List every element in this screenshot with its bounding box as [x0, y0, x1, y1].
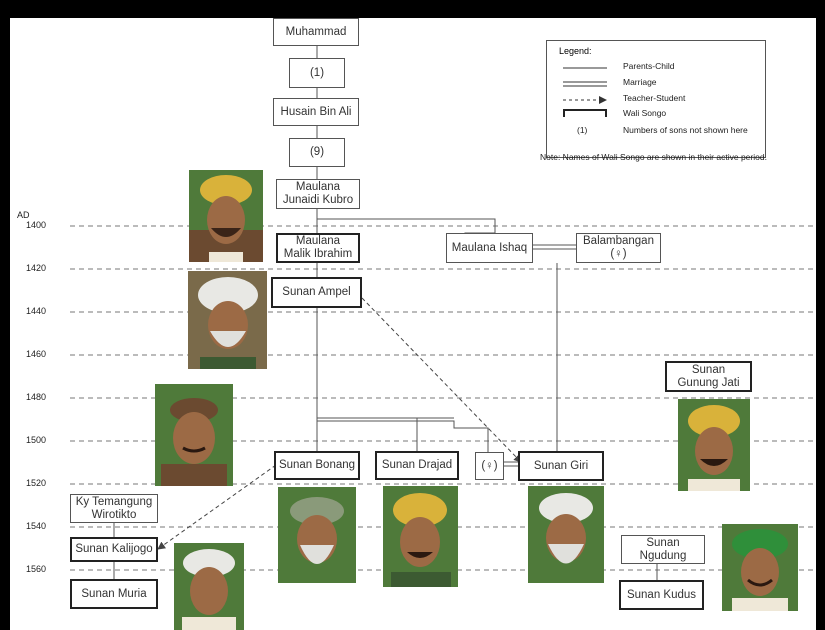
year-1560: 1560 [25, 564, 46, 574]
legend-title: Legend: [559, 46, 592, 56]
generation-count-1: (1) [289, 58, 345, 88]
wali-sunan-kudus: Sunan Kudus [619, 580, 704, 610]
arrow-bonang-kalijogo [157, 464, 277, 550]
year-1420: 1420 [25, 263, 46, 273]
person-junaidi-kubro: Maulana Junaidi Kubro [276, 179, 360, 209]
person-ky-temangung-wirotikto: Ky Temangung Wirotikto [70, 494, 158, 523]
legend-wali-songo: Wali Songo [547, 108, 765, 122]
portrait-sunan-kalijogo [174, 543, 244, 630]
wali-sunan-gunung-jati: Sunan Gunung Jati [665, 361, 752, 392]
portrait-malik-ibrahim [188, 271, 267, 369]
legend-parents-child: Parents-Child [563, 61, 675, 71]
year-1400: 1400 [25, 220, 46, 230]
wali-malik-ibrahim: Maulana Malik Ibrahim [276, 233, 360, 263]
year-1480: 1480 [25, 392, 46, 402]
legend-marriage: Marriage [563, 77, 657, 87]
wali-sunan-muria: Sunan Muria [70, 579, 158, 609]
arrow-ampel-giri [361, 297, 522, 463]
legend-sons: (1) Numbers of sons not shown here [577, 125, 748, 135]
legend-note: Note: Names of Wali Songo are shown in t… [540, 152, 767, 162]
portrait-gunung-jati [678, 399, 750, 491]
family-tree-diagram: AD 1400 1420 1440 1460 1480 1500 1520 15… [10, 18, 816, 630]
year-1440: 1440 [25, 306, 46, 316]
year-1520: 1520 [25, 478, 46, 488]
wali-sunan-giri: Sunan Giri [518, 451, 604, 481]
person-husain-bin-ali: Husain Bin Ali [273, 98, 359, 126]
person-sunan-ngudung: Sunan Ngudung [621, 535, 705, 564]
legend: Legend: Parents-Child Marriage Teacher-S… [546, 40, 766, 158]
portrait-sunan-kudus [722, 524, 798, 611]
wali-sunan-ampel: Sunan Ampel [271, 277, 362, 308]
wali-sunan-drajad: Sunan Drajad [375, 451, 459, 480]
person-muhammad: Muhammad [273, 18, 359, 46]
wali-sunan-bonang: Sunan Bonang [274, 451, 360, 480]
person-maulana-ishaq: Maulana Ishaq [446, 233, 533, 263]
generation-count-9: (9) [289, 138, 345, 167]
person-female-wife: (♀) [475, 452, 504, 480]
wali-sunan-kalijogo: Sunan Kalijogo [70, 537, 158, 562]
portrait-sunan-giri [528, 486, 604, 583]
ad-label: AD [17, 210, 30, 220]
person-balambangan: Balambangan (♀) [576, 233, 661, 263]
portrait-junaidi-kubro [189, 170, 263, 262]
portrait-sunan-ampel [155, 384, 233, 486]
year-1460: 1460 [25, 349, 46, 359]
year-1540: 1540 [25, 521, 46, 531]
legend-teacher-student: Teacher-Student [547, 93, 765, 107]
portrait-sunan-bonang [278, 487, 356, 583]
portrait-sunan-drajad [383, 486, 458, 587]
year-1500: 1500 [25, 435, 46, 445]
